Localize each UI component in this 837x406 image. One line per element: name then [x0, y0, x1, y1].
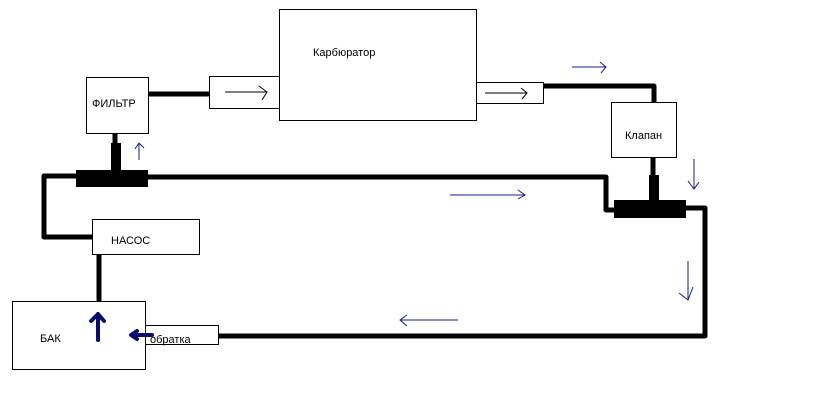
- pump-label: НАСОС: [111, 235, 150, 247]
- filter: ФИЛЬТР: [86, 77, 149, 134]
- pump: НАСОС: [92, 219, 200, 255]
- arrow-right-icon: [225, 85, 268, 101]
- filter-tee: [76, 170, 148, 187]
- return-line: обратка: [145, 325, 219, 346]
- tank-label: БАК: [40, 333, 61, 345]
- arrow-left-icon: [129, 329, 154, 341]
- arrow-right-icon: [485, 87, 528, 100]
- arrow-left-icon: [399, 314, 458, 327]
- pipe-return-right: [211, 205, 708, 339]
- pipe-bypass: [144, 174, 617, 213]
- return-label: обратка: [150, 334, 192, 346]
- valve-tee: [614, 200, 686, 218]
- filter-label: ФИЛЬТР: [92, 98, 136, 110]
- arrow-down-icon: [687, 159, 700, 190]
- valve: Клапан: [611, 102, 677, 158]
- pipes: [41, 83, 708, 339]
- carburetor: Карбюратор: [279, 9, 477, 121]
- arrow-up-icon: [89, 312, 106, 342]
- arrow-right-icon: [572, 61, 607, 74]
- valve-tee-stem: [649, 175, 659, 201]
- carburetor-label: Карбюратор: [313, 47, 375, 59]
- pipe-tee-to-pump: [41, 173, 96, 240]
- pipe-carburetor-to-valve: [540, 83, 657, 105]
- carburetor-outlet: [476, 82, 544, 104]
- arrow-down-icon: [678, 261, 694, 301]
- flow-arrows: [89, 61, 700, 342]
- valve-label: Клапан: [625, 130, 662, 142]
- carburetor-inlet: [209, 76, 280, 109]
- arrow-right-icon: [450, 189, 526, 200]
- arrow-up-icon: [134, 142, 145, 160]
- tank: БАК: [12, 301, 146, 370]
- filter-tee-stem: [111, 143, 121, 171]
